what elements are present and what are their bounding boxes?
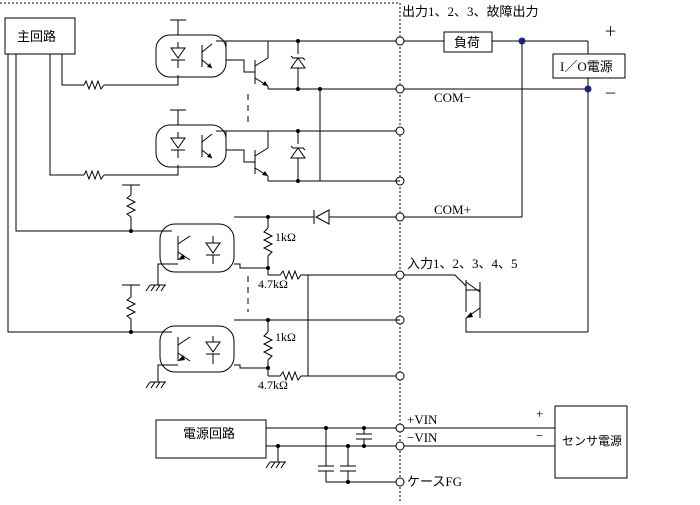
output1-zener (290, 41, 306, 89)
terminal-minus-vin (395, 441, 405, 451)
output2-zener (290, 131, 306, 181)
input-bias-resistors (122, 184, 140, 334)
resistor-47k-label-b: 4.7kΩ (258, 378, 288, 392)
terminal-in2 (395, 371, 405, 381)
resistor-1k-label-a: 1kΩ (275, 230, 296, 244)
main-circuit-wires (7, 54, 179, 333)
terminal-in1 (395, 270, 405, 280)
external-output-wiring (400, 40, 589, 332)
sensor-minus-label: − (536, 428, 543, 443)
io-minus-label: － (604, 86, 617, 101)
io-power-box (552, 53, 626, 79)
ground-input2 (145, 381, 166, 389)
load-box (443, 31, 493, 53)
output2-transistor (216, 130, 400, 181)
external-input-transistor (400, 274, 588, 333)
sensor-plus-label: + (536, 406, 543, 421)
case-fg-label: ケースFG (407, 474, 462, 489)
com-plus-diode (298, 209, 400, 225)
junction-plus (518, 37, 526, 45)
ground-input1 (145, 284, 166, 292)
junction-minus (584, 85, 592, 93)
output2-photocoupler (155, 109, 227, 168)
device-boundary (0, 2, 401, 503)
terminal-plus-vin (395, 423, 405, 433)
main-circuit-label: 主回路 (17, 29, 56, 44)
input2-network (234, 318, 400, 382)
io-power-label: I／O電源 (560, 59, 613, 74)
terminal-out2 (395, 126, 405, 136)
terminal-com-plus (395, 212, 405, 222)
terminal-case-fg (395, 477, 405, 487)
sensor-power-box (554, 405, 628, 479)
power-circuit-label: 電源回路 (183, 426, 235, 441)
input-header-label: 入力1、2、3、4、5 (407, 256, 518, 271)
power-circuit-box (155, 419, 267, 459)
input1-photocoupler (157, 223, 235, 285)
main-circuit-box (4, 17, 76, 55)
io-plus-label: ＋ (604, 24, 617, 39)
input1-network (234, 215, 400, 376)
load-label: 負荷 (454, 35, 480, 50)
sensor-power-label: センサ電源 (562, 434, 622, 448)
output1-transistor (216, 40, 400, 89)
terminal-com-minus (395, 84, 405, 94)
resistor-1k-label-b: 1kΩ (275, 330, 296, 344)
output-header-label: 出力1、2、3、故障出力 (402, 4, 539, 19)
sensor-power-wiring (400, 427, 555, 447)
minus-vin-label: −VIN (407, 430, 438, 445)
output1-photocoupler (155, 19, 227, 78)
terminal-out1 (395, 36, 405, 46)
plus-vin-label: +VIN (407, 412, 438, 427)
resistor-out2 (83, 169, 105, 181)
resistor-47k-label-a: 4.7kΩ (258, 277, 288, 291)
com-minus-label: COM− (434, 90, 471, 105)
input2-photocoupler (157, 325, 235, 382)
resistor-out1 (83, 79, 105, 91)
com-plus-label: COM+ (434, 202, 471, 217)
power-wires (265, 426, 400, 484)
